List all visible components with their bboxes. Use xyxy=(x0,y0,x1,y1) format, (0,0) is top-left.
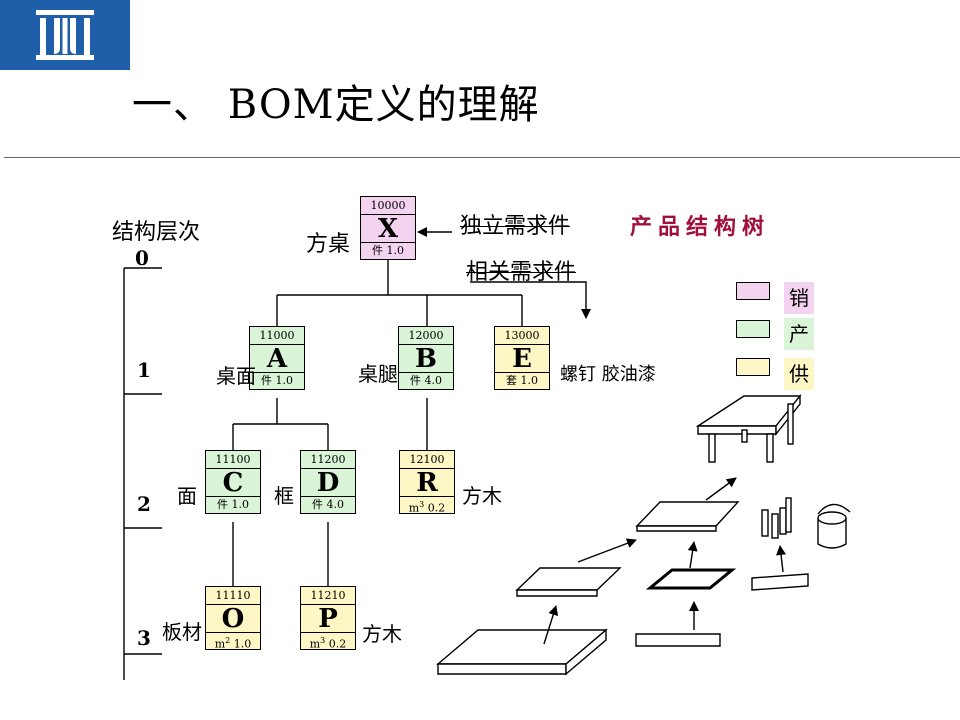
node-code: 11210 xyxy=(301,588,355,605)
flat-board xyxy=(515,567,622,591)
node-a-name: 桌面 xyxy=(216,364,256,388)
qty-unit: m xyxy=(408,501,420,515)
node-c: 11100 C 件 1.0 xyxy=(205,450,261,514)
logo xyxy=(0,0,130,70)
node-letter: X xyxy=(377,214,399,244)
legs xyxy=(761,509,769,537)
assembly-arrow-legs xyxy=(776,545,786,573)
legend-swatch-production xyxy=(736,320,770,338)
university-logo-icon xyxy=(36,10,94,60)
node-o: 11110 O m2 1.0 xyxy=(205,586,261,651)
node-e: 13000 E 套 1.0 xyxy=(494,326,550,390)
node-x-name: 方桌 xyxy=(306,232,351,257)
node-qty: m3 0.2 xyxy=(301,632,355,651)
node-code: 11200 xyxy=(301,452,355,469)
page-title: 一、 BOM定义的理解 xyxy=(132,82,540,128)
node-qty: 件 1.0 xyxy=(206,496,260,513)
node-code: 11110 xyxy=(206,588,260,605)
node-letter: O xyxy=(221,604,245,634)
node-d: 11200 D 件 4.0 xyxy=(300,450,356,514)
qty-exponent: 3 xyxy=(419,500,425,509)
node-qty: 件 1.0 xyxy=(250,372,304,389)
timber-block xyxy=(635,633,721,647)
node-code: 11100 xyxy=(206,452,260,469)
panel-top xyxy=(635,501,740,527)
node-qty: 套 1.0 xyxy=(495,372,549,389)
node-code: 13000 xyxy=(495,328,549,345)
assembly-arrow-board xyxy=(577,538,637,563)
legend-label-supply: 供 xyxy=(784,358,814,390)
structure-level-label: 结构层次 xyxy=(112,220,201,245)
node-o-name: 板材 xyxy=(162,620,202,644)
dependent-demand-arrow xyxy=(470,281,591,319)
node-p: 11210 P m3 0.2 xyxy=(300,586,356,651)
level-1: 1 xyxy=(137,358,151,382)
qty-value: 1.0 xyxy=(230,637,252,651)
node-letter: C xyxy=(222,468,244,498)
node-letter: D xyxy=(316,468,340,498)
node-code: 11000 xyxy=(250,328,304,345)
legend-label-sales: 销 xyxy=(784,282,814,314)
node-letter: P xyxy=(318,604,338,634)
independent-demand-label: 独立需求件 xyxy=(460,214,571,239)
node-code: 10000 xyxy=(361,198,415,215)
node-x: 10000 X 件 1.0 xyxy=(360,196,416,260)
product-illustration xyxy=(436,394,851,676)
level-2: 2 xyxy=(137,492,151,516)
assembly-arrow-frame xyxy=(687,541,698,569)
product-tree-title: 产品结构树 xyxy=(630,215,771,240)
frame xyxy=(645,568,737,590)
timber-small xyxy=(751,573,809,591)
node-e-name: 螺钉 胶油漆 xyxy=(560,364,656,385)
qty-value: 0.2 xyxy=(325,637,347,651)
node-b-name: 桌腿 xyxy=(358,362,398,386)
legend-label-production: 产 xyxy=(784,318,814,350)
node-letter: B xyxy=(415,344,437,374)
node-letter: A xyxy=(266,344,288,374)
level-0: 0 xyxy=(135,246,149,270)
node-c-name: 面 xyxy=(177,484,197,508)
node-code: 12100 xyxy=(400,452,454,469)
node-qty: m3 0.2 xyxy=(400,496,454,515)
qty-exponent: 2 xyxy=(225,636,231,645)
node-qty: m2 1.0 xyxy=(206,632,260,651)
dependent-demand-label: 相关需求件 xyxy=(466,260,577,285)
qty-exponent: 3 xyxy=(320,636,326,645)
qty-unit: m xyxy=(214,637,226,651)
node-d-name: 框 xyxy=(274,484,294,508)
title-divider xyxy=(4,157,960,158)
node-b: 12000 B 件 4.0 xyxy=(398,326,454,390)
node-letter: R xyxy=(416,468,438,498)
qty-value: 0.2 xyxy=(424,501,446,515)
qty-unit: m xyxy=(309,637,321,651)
node-qty: 件 4.0 xyxy=(301,496,355,513)
assembly-arrow-bigboard xyxy=(543,605,559,645)
node-qty: 件 4.0 xyxy=(399,372,453,389)
node-r: 12100 R m3 0.2 xyxy=(399,450,455,515)
legend-swatch-supply xyxy=(736,358,770,376)
node-r-name: 方木 xyxy=(462,484,502,508)
node-qty: 件 1.0 xyxy=(361,242,415,259)
paint-bucket xyxy=(817,518,847,549)
node-p-name: 方木 xyxy=(362,622,402,646)
node-letter: E xyxy=(512,344,532,374)
legend-swatch-sales xyxy=(736,282,770,300)
level-3: 3 xyxy=(137,626,151,650)
assembly-arrow-top xyxy=(705,477,737,501)
node-code: 12000 xyxy=(399,328,453,345)
node-a: 11000 A 件 1.0 xyxy=(249,326,305,390)
